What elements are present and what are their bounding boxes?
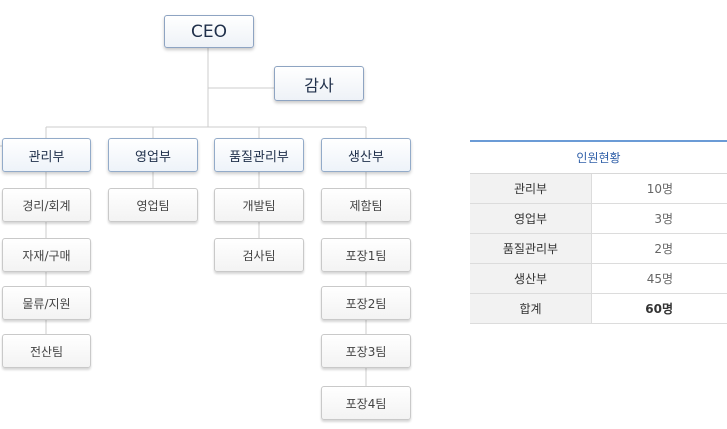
team-box: 자재/구매	[2, 238, 91, 272]
dept-label: 생산부	[348, 149, 384, 165]
total-count: 60명	[591, 293, 727, 324]
row-count: 2명	[591, 233, 727, 264]
row-dept: 관리부	[470, 174, 592, 204]
team-box: 포장1팀	[321, 238, 411, 272]
team-box: 포장3팀	[321, 334, 411, 368]
team-label: 포장2팀	[345, 296, 387, 311]
dept-box-quality: 품질관리부	[214, 138, 304, 172]
dept-label: 품질관리부	[229, 149, 289, 165]
total-label: 합계	[470, 293, 592, 324]
row-dept: 생산부	[470, 263, 592, 294]
team-label: 영업팀	[136, 198, 170, 213]
dept-label: 영업부	[135, 149, 171, 165]
staffing-table: 관리부 10명 영업부 3명 품질관리부 2명 생산부 45명 합계 60명	[470, 174, 727, 324]
table-row: 관리부 10명	[470, 174, 727, 204]
team-box: 포장4팀	[321, 386, 411, 420]
dept-box-admin: 관리부	[2, 138, 91, 172]
team-label: 전산팀	[29, 344, 64, 359]
team-label: 포장3팀	[345, 344, 387, 359]
team-label: 물류/지원	[22, 296, 71, 311]
row-dept: 품질관리부	[470, 233, 592, 264]
team-label: 개발팀	[242, 198, 276, 213]
ceo-label: CEO	[191, 21, 227, 42]
table-row: 영업부 3명	[470, 203, 727, 234]
audit-label: 감사	[304, 75, 334, 95]
team-label: 포장1팀	[345, 248, 387, 263]
team-label: 자재/구매	[22, 248, 71, 263]
table-row: 생산부 45명	[470, 263, 727, 294]
dept-label: 관리부	[28, 149, 65, 165]
team-box: 전산팀	[2, 334, 91, 368]
team-box: 제함팀	[321, 188, 411, 222]
team-label: 제함팀	[349, 198, 383, 213]
team-box: 경리/회계	[2, 188, 91, 222]
staffing-title: 인원현황	[470, 142, 727, 174]
row-count: 10명	[591, 174, 727, 204]
team-box: 검사팀	[214, 238, 304, 272]
ceo-box: CEO	[164, 15, 254, 48]
team-box: 물류/지원	[2, 286, 91, 320]
row-count: 3명	[591, 203, 727, 234]
row-count: 45명	[591, 263, 727, 294]
audit-box: 감사	[274, 66, 364, 101]
table-row: 품질관리부 2명	[470, 233, 727, 264]
team-label: 포장4팀	[345, 396, 387, 411]
team-box: 포장2팀	[321, 286, 411, 320]
team-box: 영업팀	[108, 188, 198, 222]
staffing-panel: 인원현황 관리부 10명 영업부 3명 품질관리부 2명 생산부 45명 합계 …	[470, 140, 727, 324]
dept-box-production: 생산부	[321, 138, 411, 172]
team-label: 검사팀	[242, 248, 276, 263]
team-label: 경리/회계	[22, 198, 71, 213]
row-dept: 영업부	[470, 203, 592, 234]
team-box: 개발팀	[214, 188, 304, 222]
total-row: 합계 60명	[470, 293, 727, 324]
dept-box-sales: 영업부	[108, 138, 198, 172]
